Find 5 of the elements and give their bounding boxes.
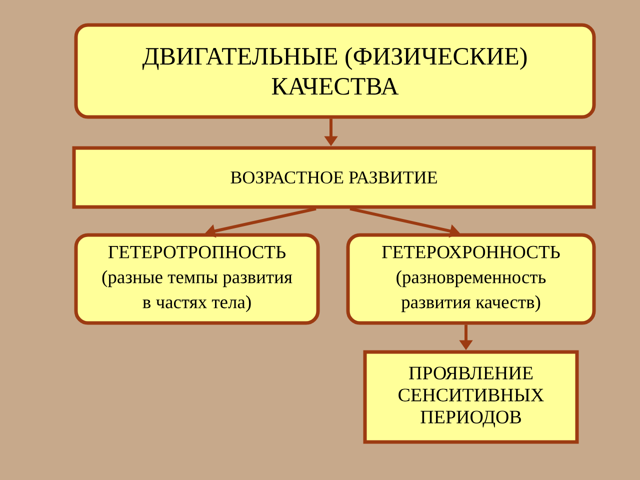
text-box: ПРОЯВЛЕНИЕ СЕНСИТИВНЫХ ПЕРИОДОВ — [363, 350, 579, 444]
text-box: ВОЗРАСТНОЕ РАЗВИТИЕ — [72, 146, 596, 209]
rounded-box: ГЕТЕРОТРОПНОСТЬ (разные темпы развития в частях тела) — [74, 233, 320, 325]
rounded-box: ДВИГАТЕЛЬНЫЕ (ФИЗИЧЕСКИЕ) КАЧЕСТВА — [74, 23, 596, 119]
rounded-box: ГЕТЕРОХРОННОСТЬ (разновременность развития качеств) — [346, 233, 596, 325]
